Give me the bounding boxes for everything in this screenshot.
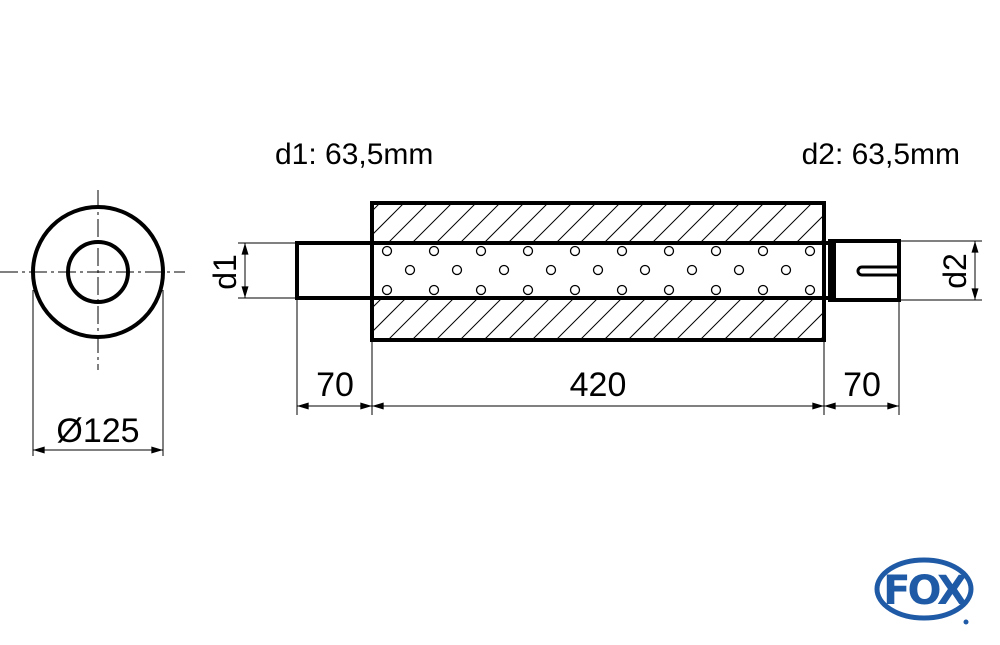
hatch-line <box>627 203 669 243</box>
hatch-line <box>651 298 695 340</box>
perforation-hole <box>663 284 675 296</box>
hatch-line <box>483 203 525 243</box>
inlet-length-label: 70 <box>316 366 354 404</box>
perforation-hole <box>381 284 393 296</box>
perforation-hole <box>522 284 534 296</box>
perforation-hole <box>569 245 581 257</box>
hatch-line <box>795 311 824 340</box>
hatch-line <box>771 298 815 340</box>
perforation-hole <box>428 284 440 296</box>
hatch-line <box>699 203 741 243</box>
perforation-hole <box>616 284 628 296</box>
end-view: Ø125 <box>0 190 185 456</box>
muffler-body <box>370 201 826 342</box>
perforation-hole <box>686 264 698 276</box>
d1-title: d1: 63,5mm <box>275 138 433 171</box>
outlet-slot <box>856 265 899 277</box>
perforation-hole <box>428 245 440 257</box>
hatch-line <box>387 298 431 340</box>
hatch-line <box>372 298 407 333</box>
hatch-line <box>699 298 743 340</box>
hatch-line <box>435 298 479 340</box>
hatch-line <box>844 298 886 340</box>
insulation-hatch-bottom <box>372 298 910 340</box>
hatch-line <box>372 298 383 309</box>
perforation-hole <box>733 264 745 276</box>
hatch-line <box>555 203 597 243</box>
perforations <box>381 245 816 296</box>
perforation-hole <box>569 284 581 296</box>
d2-label: d2 <box>937 253 973 289</box>
hatch-line <box>651 203 693 243</box>
hatch-line <box>627 298 671 340</box>
perforation-hole <box>522 245 534 257</box>
outlet-length-label: 70 <box>843 366 881 404</box>
hatch-line <box>507 203 549 243</box>
perforation-hole <box>804 284 816 296</box>
hatch-line <box>868 298 910 340</box>
perforation-hole <box>592 264 604 276</box>
hatch-line <box>795 214 824 243</box>
perforation-hole <box>757 245 769 257</box>
perforation-hole <box>639 264 651 276</box>
fox-logo: FOX <box>874 557 974 625</box>
hatch-line <box>747 298 791 340</box>
hatch-line <box>868 203 908 243</box>
perforation-hole <box>475 245 487 257</box>
hatch-line <box>507 298 551 340</box>
hatch-line <box>459 298 503 340</box>
hatch-line <box>844 203 884 243</box>
perforation-hole <box>616 245 628 257</box>
diameter-label: Ø125 <box>56 412 139 450</box>
perforation-hole <box>451 264 463 276</box>
hatch-line <box>387 203 429 243</box>
insulation-hatch-top <box>372 203 908 243</box>
hatch-line <box>555 298 599 340</box>
hatch-line <box>531 298 575 340</box>
hatch-line <box>603 298 647 340</box>
hatch-line <box>723 203 765 243</box>
hatch-line <box>675 203 717 243</box>
hatch-line <box>411 298 455 340</box>
hatch-line <box>531 203 573 243</box>
outlet-pipe <box>828 239 901 302</box>
perforation-hole <box>710 245 722 257</box>
hatch-line <box>435 203 477 243</box>
hatch-line <box>579 203 621 243</box>
hatch-line <box>747 203 789 243</box>
hatch-line <box>819 335 824 340</box>
logo-text: FOX <box>883 568 968 614</box>
perforation-hole <box>757 284 769 296</box>
perforation-hole <box>381 245 393 257</box>
d2-title: d2: 63,5mm <box>802 138 960 171</box>
side-view <box>295 201 910 342</box>
perforation-hole <box>780 264 792 276</box>
hatch-line <box>483 298 527 340</box>
d1-label: d1 <box>207 254 243 290</box>
hatch-line <box>771 203 813 243</box>
perforation-hole <box>498 264 510 276</box>
hatch-line <box>459 203 501 243</box>
hatch-line <box>372 203 405 236</box>
hatch-line <box>579 298 623 340</box>
perforation-hole <box>545 264 557 276</box>
perforation-hole <box>475 284 487 296</box>
perforation-hole <box>663 245 675 257</box>
hatch-line <box>603 203 645 243</box>
perforation-hole <box>404 264 416 276</box>
hatch-line <box>411 203 453 243</box>
hatch-line <box>723 298 767 340</box>
perforation-hole <box>710 284 722 296</box>
body-length-label: 420 <box>570 366 627 404</box>
perforation-hole <box>804 245 816 257</box>
hatch-line <box>675 298 719 340</box>
